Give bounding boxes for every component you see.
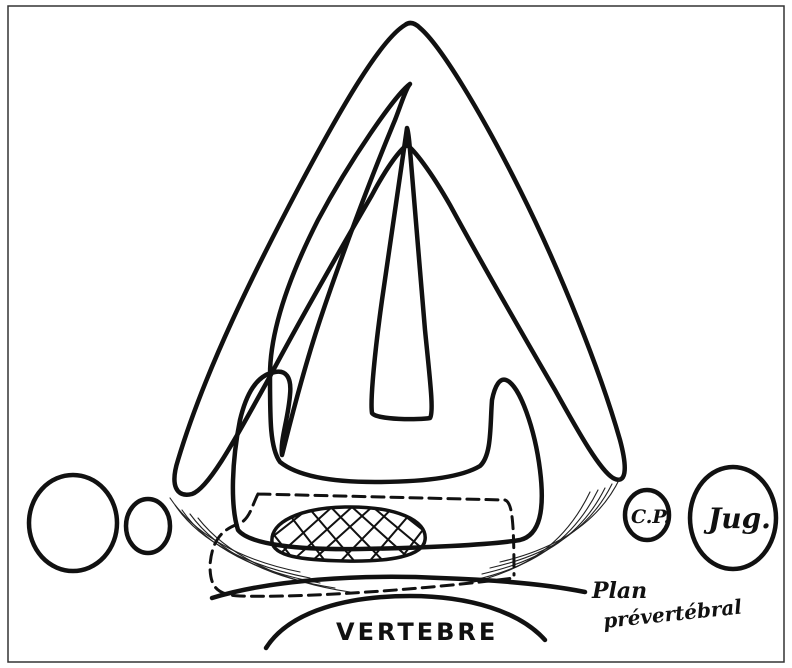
hatched-lesion — [262, 498, 442, 570]
jugular-label: Jug. — [703, 502, 771, 535]
small-left-circle — [126, 499, 170, 553]
vertebra-label: VERTEBRE — [336, 618, 498, 646]
figure-frame — [8, 6, 784, 662]
large-left-circle — [29, 475, 117, 571]
fascia-label-line1: Plan — [591, 578, 647, 604]
carotid-label: C.P. — [631, 506, 670, 528]
inner-cartilage-outline — [233, 84, 542, 549]
central-spike — [372, 128, 432, 419]
